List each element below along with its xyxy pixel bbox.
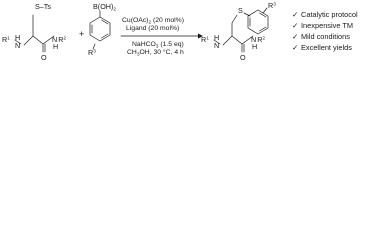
base-label: NaHCO3 (1.5 eq) xyxy=(132,41,184,50)
boronic-acid: B(OH)2 R3 xyxy=(88,2,116,57)
product-r2-symbol: R xyxy=(257,35,262,44)
feature-item: ✓ Excellent yields xyxy=(292,43,352,52)
ligand-label: Ligand (20 mol%) xyxy=(126,25,179,32)
feature-list: ✓ Catalytic protocol ✓ Inexpensive TM ✓ … xyxy=(292,10,358,52)
aryl-ring xyxy=(89,16,111,42)
reactant-thioester: S–Ts R1 N H O NR2 H xyxy=(2,2,66,62)
product-r3-bond xyxy=(262,7,268,14)
feature-item: ✓ Catalytic protocol xyxy=(292,10,358,19)
product-aryl-inner-bonds xyxy=(249,12,267,32)
s-label: S xyxy=(238,6,243,15)
check-mark-icon: ✓ xyxy=(292,32,298,41)
product-aryl-ring xyxy=(247,9,269,35)
product-n-label: N xyxy=(214,41,219,50)
reactant-bonds xyxy=(14,14,55,53)
product-carbonyl-o-label: O xyxy=(240,53,246,62)
s-ts-label: S–Ts xyxy=(35,2,51,11)
amide-n-symbol: N xyxy=(52,35,57,44)
arrow-head xyxy=(198,33,203,39)
reaction-scheme: S–Ts R1 N H O NR2 H + B(OH)2 R3 Cu(OAc)2… xyxy=(2,1,358,62)
feature-label: Inexpensive TM xyxy=(301,21,353,30)
feature-item: ✓ Mild conditions xyxy=(292,32,350,41)
b-oh2-label: B(OH)2 xyxy=(93,2,116,13)
r2-superscript: 2 xyxy=(63,36,66,42)
product-r3-label: R3 xyxy=(268,1,276,10)
r3-superscript: 3 xyxy=(93,49,96,55)
product-h-label: H xyxy=(214,33,219,42)
product-r3-symbol: R xyxy=(268,1,273,10)
product-r2-superscript: 2 xyxy=(262,36,265,42)
catalyst-label: Cu(OAc)2 (20 mol%) xyxy=(122,17,184,26)
n-symbol: N xyxy=(15,41,20,50)
nh-label: N xyxy=(15,41,20,50)
carbonyl-o-label: O xyxy=(41,53,47,62)
product-r1-label: R1 xyxy=(201,35,209,44)
aryl-inner-bonds xyxy=(91,19,109,39)
feature-label: Catalytic protocol xyxy=(301,10,358,19)
product-amide-n-symbol: N xyxy=(251,35,256,44)
r1-label: R1 xyxy=(2,35,10,44)
solvent-label: CH3OH, 30 °C, 4 h xyxy=(127,48,184,58)
product-r1-superscript: 1 xyxy=(206,36,209,42)
reaction-conditions: Cu(OAc)2 (20 mol%) Ligand (20 mol%) NaHC… xyxy=(120,17,203,58)
product-amide-h-label: H xyxy=(252,42,257,51)
feature-label: Mild conditions xyxy=(301,32,350,41)
feature-label: Excellent yields xyxy=(301,43,352,52)
r2-symbol: R xyxy=(58,35,63,44)
product-r3-superscript: 3 xyxy=(273,2,276,8)
check-mark-icon: ✓ xyxy=(292,21,298,30)
plus-sign: + xyxy=(79,29,84,39)
amide-n-label: NR2 xyxy=(52,35,66,44)
h-label: H xyxy=(15,33,20,42)
feature-item: ✓ Inexpensive TM xyxy=(292,21,353,30)
product-r1-symbol: R xyxy=(201,35,206,44)
check-mark-icon: ✓ xyxy=(292,43,298,52)
product: S R3 R1 N H O NR2 H xyxy=(201,1,276,62)
amide-h-label: H xyxy=(53,42,58,51)
r1-superscript: 1 xyxy=(7,36,10,42)
product-amide-n-label: NR2 xyxy=(251,35,265,44)
r3-label: R3 xyxy=(88,48,96,57)
product-bonds xyxy=(213,12,254,53)
r1-symbol: R xyxy=(2,35,7,44)
r3-bond xyxy=(92,43,96,50)
check-mark-icon: ✓ xyxy=(292,10,298,19)
r3-symbol: R xyxy=(88,48,93,57)
